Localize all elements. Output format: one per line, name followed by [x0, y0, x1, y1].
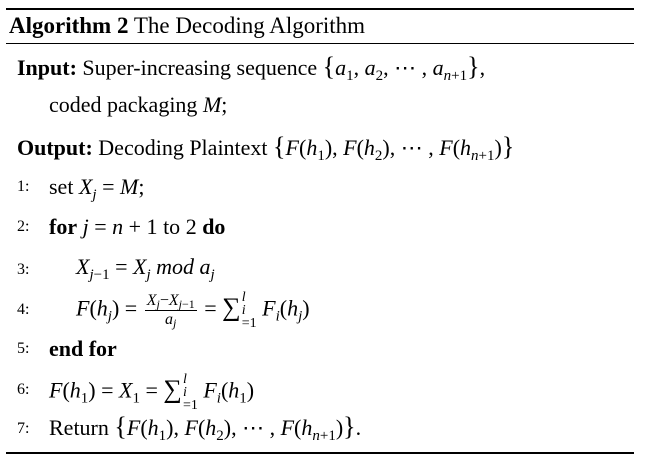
line-number-2: 2: — [17, 218, 30, 235]
kw-to: to — [163, 214, 181, 239]
input-var: M — [202, 92, 222, 117]
line-number-5: 5: — [17, 340, 30, 357]
algorithm-line-1: set Xj = M; — [49, 174, 145, 203]
line-number-3: 3: — [17, 261, 30, 278]
output-line: Output: Decoding Plaintext {F(h1), F(h2)… — [17, 132, 515, 164]
input-label: Input: — [17, 55, 77, 80]
algorithm-caption: Algorithm 2 The Decoding Algorithm — [9, 12, 365, 40]
line-number-1: 1: — [17, 178, 30, 195]
kw-return: Return — [49, 415, 109, 440]
kw-end-for: end for — [49, 336, 117, 361]
line-number-7: 7: — [17, 420, 30, 437]
algorithm-line-3: Xj−1 = Xj mod aj — [76, 254, 215, 283]
algorithm-line-5: end for — [49, 335, 117, 363]
caption-label: Algorithm 2 — [9, 13, 129, 38]
kw-set: set — [49, 174, 74, 199]
input-sequence: {a1, a2, ⋯ , an+1}, — [322, 52, 486, 84]
input-text-2: coded packaging — [49, 92, 198, 117]
kw-do: do — [202, 214, 226, 239]
kw-mod: mod — [156, 254, 195, 279]
input-line-2: coded packaging M; — [49, 92, 228, 117]
output-text: Decoding Plaintext — [98, 135, 268, 160]
input-text: Super-increasing sequence — [82, 55, 318, 80]
line-number-6: 6: — [17, 381, 30, 398]
algorithm-line-7: Return {F(h1), F(h2), ⋯ , F(hn+1)}. — [49, 412, 362, 444]
input-line: Input: Super-increasing sequence {a1, a2… — [17, 52, 486, 84]
top-rule — [6, 8, 634, 10]
caption-rule — [6, 43, 634, 44]
fraction: Xj−Xj−1 aj — [144, 292, 197, 330]
output-label: Output: — [17, 135, 93, 160]
line-number-4: 4: — [17, 301, 30, 318]
bottom-rule — [6, 452, 634, 454]
caption-title: The Decoding Algorithm — [133, 13, 366, 38]
kw-for: for — [49, 214, 78, 239]
output-sequence: {F(h1), F(h2), ⋯ , F(hn+1)} — [273, 132, 515, 164]
algorithm-line-2: for j = n + 1 to 2 do — [49, 214, 226, 239]
